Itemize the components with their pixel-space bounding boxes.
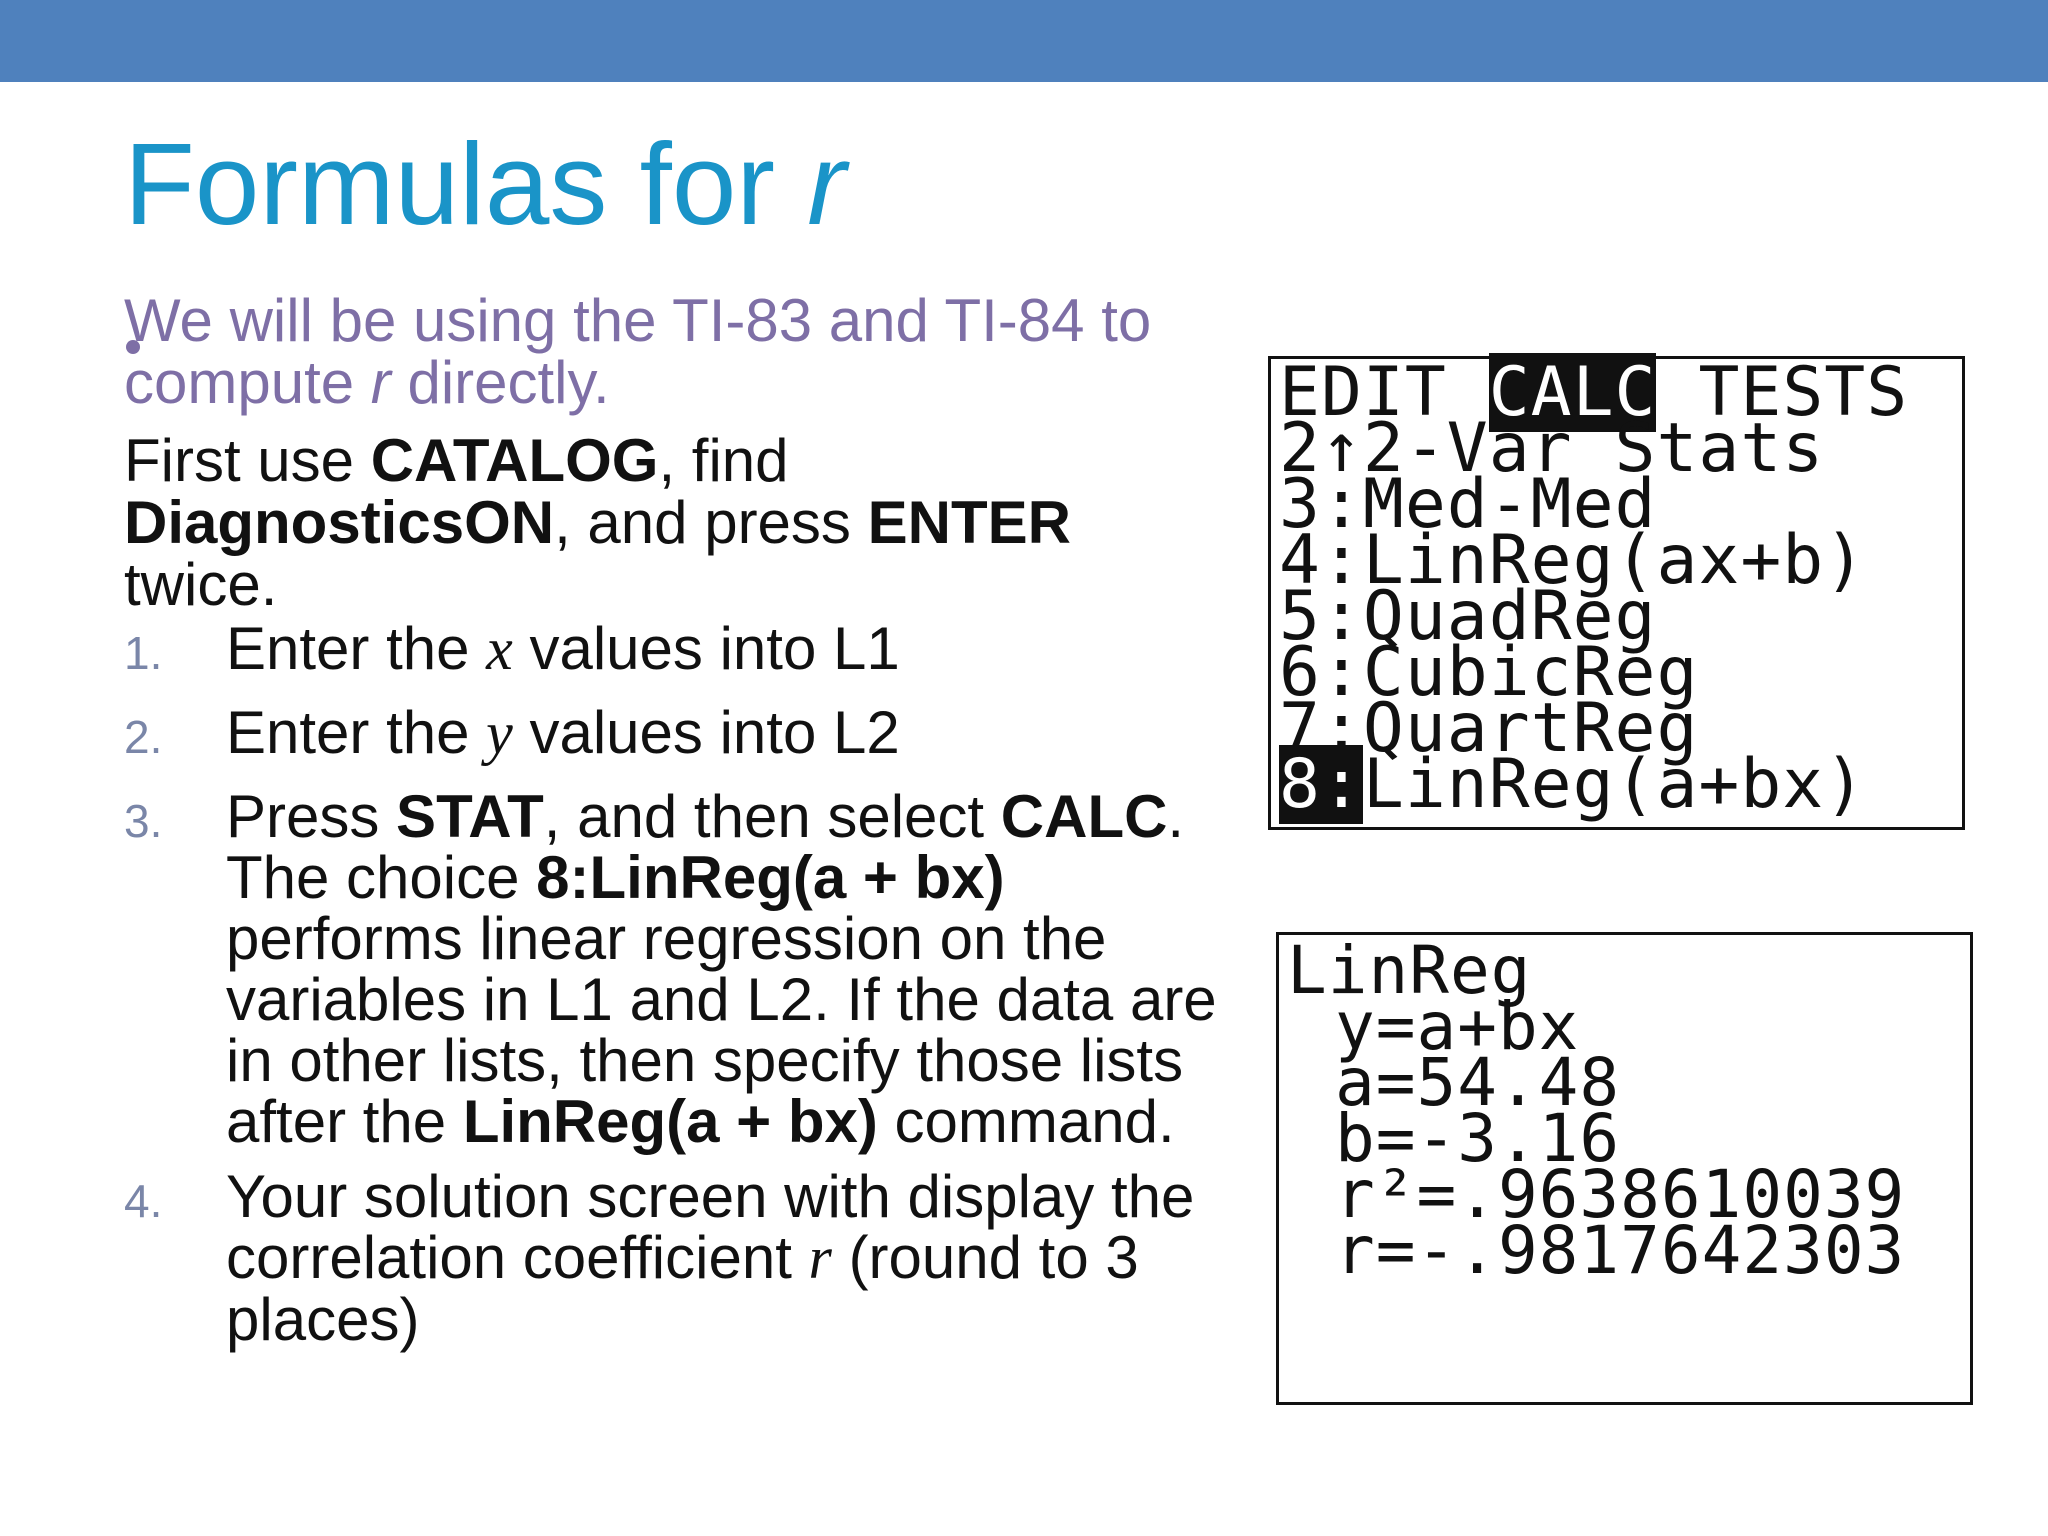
intro-text: We will be using the TI-83 and TI-84 to …: [124, 290, 1224, 414]
step-text: Press STAT, and then select CALC. The ch…: [226, 786, 1224, 1152]
step-item: 1. Enter the x values into L1: [124, 618, 1224, 688]
calculator-result-screen: LinReg y=a+bx a=54.48 b=-3.16 r²=.963861…: [1276, 932, 1973, 1405]
setup-part2: , find: [658, 427, 789, 494]
result-b-value: b=-3.16: [1335, 1100, 1621, 1177]
setup-part3: , and press: [554, 489, 868, 556]
result-r-value: r=-.9817642303: [1335, 1212, 1906, 1289]
menu-item-label: LinReg(a+bx): [1362, 745, 1867, 824]
menu-item-key: 6: [1279, 633, 1321, 712]
calculator-menu-item: 4:LinReg(ax+b): [1279, 521, 1956, 600]
calculator-menu-item: 6:CubicReg: [1279, 633, 1956, 712]
step-item: 4. Your solution screen with display the…: [124, 1166, 1224, 1350]
step-text-part: Enter the: [226, 615, 487, 682]
tab-edit: EDIT: [1279, 353, 1447, 432]
setup-part4: twice.: [124, 551, 278, 618]
menu-item-label: Med-Med: [1362, 465, 1657, 544]
setup-instructions: First use CATALOG, find DiagnosticsON, a…: [124, 430, 1224, 616]
intro-after: directly.: [390, 349, 610, 416]
slide-header-bar: [0, 0, 2048, 82]
menu-item-label: LinReg(ax+b): [1362, 521, 1867, 600]
calculator-menu-item: 5:QuadReg: [1279, 577, 1956, 656]
calculator-menu-item-selected: 8:LinReg(a+bx): [1279, 745, 1956, 824]
step-number: 4.: [124, 1175, 163, 1227]
menu-item-label: QuadReg: [1362, 577, 1657, 656]
menu-item-separator: :: [1320, 465, 1363, 544]
step-text: Enter the y values into L2: [226, 702, 1224, 772]
step-text-part: values into L2: [512, 699, 900, 766]
step-keyword-linreg-choice: 8:LinReg(a + bx): [536, 844, 1005, 911]
step-item: 3. Press STAT, and then select CALC. The…: [124, 786, 1224, 1152]
calculator-menu-tabs: EDIT CALC TESTS: [1279, 353, 1956, 432]
step-text-part: command.: [877, 1088, 1175, 1155]
menu-item-key: 2: [1279, 409, 1321, 488]
step-text-part: Enter the: [226, 699, 487, 766]
menu-item-label: QuartReg: [1362, 689, 1699, 768]
menu-item-separator: :: [1320, 521, 1363, 600]
intro-variable: r: [370, 349, 391, 416]
menu-item-separator: :: [1320, 633, 1363, 712]
calculator-menu-item: 7:QuartReg: [1279, 695, 1956, 763]
step-number: 1.: [124, 627, 163, 679]
calculator-menu-screen: EDIT CALC TESTS 2↑2-Var Stats 3:Med-Med …: [1268, 353, 1965, 830]
setup-catalog: CATALOG: [370, 427, 659, 494]
step-text-part: Your solution screen with display the co…: [226, 1163, 1195, 1291]
menu-item-key: 4: [1279, 521, 1321, 600]
menu-item-separator: :: [1320, 577, 1363, 656]
menu-item-key: 8: [1279, 745, 1321, 824]
intro-before: We will be using the TI-83 and TI-84 to …: [124, 287, 1152, 416]
setup-enter: ENTER: [867, 489, 1071, 556]
result-a-value: a=54.48: [1335, 1044, 1621, 1121]
menu-item-key: 5: [1279, 577, 1321, 656]
up-arrow-icon: ↑: [1320, 409, 1363, 488]
step-text-part: Press: [226, 783, 397, 850]
slide-title: Formulas for r: [124, 118, 846, 251]
menu-item-key: 3: [1279, 465, 1321, 544]
step-math-variable: y: [486, 700, 513, 766]
calculator-menu-item: 2↑2-Var Stats: [1279, 409, 1956, 488]
setup-part1: First use: [124, 427, 371, 494]
setup-diagnostics: DiagnosticsON: [124, 489, 555, 556]
step-text-part: . The choice: [226, 783, 1185, 911]
menu-item-label: CubicReg: [1362, 633, 1699, 712]
step-text-part: performs linear regression on the variab…: [226, 905, 1217, 1155]
step-number: 3.: [124, 795, 163, 847]
step-text: Your solution screen with display the co…: [226, 1166, 1224, 1350]
result-equation: y=a+bx: [1335, 988, 1580, 1065]
tab-calc-selected: CALC: [1488, 353, 1657, 432]
result-r-squared: r²=.9638610039: [1335, 1156, 1906, 1233]
step-text-part: , and then select: [543, 783, 1001, 850]
title-text: Formulas for: [124, 119, 808, 249]
menu-item-separator: :: [1320, 745, 1363, 824]
calculator-menu-item: 3:Med-Med: [1279, 465, 1956, 544]
step-math-variable: x: [486, 616, 513, 682]
step-keyword-stat: STAT: [396, 783, 544, 850]
step-item: 2. Enter the y values into L2: [124, 702, 1224, 772]
step-math-variable: r: [808, 1225, 832, 1291]
step-keyword-linreg-command: LinReg(a + bx): [462, 1088, 878, 1155]
title-variable: r: [807, 119, 846, 249]
menu-item-label: 2-Var Stats: [1362, 409, 1825, 488]
steps-list: 1. Enter the x values into L1 2. Enter t…: [124, 618, 1224, 1364]
tab-tests: TESTS: [1698, 353, 1909, 432]
step-text-part: values into L1: [512, 615, 900, 682]
bullet-dot-icon: [126, 340, 140, 354]
step-number: 2.: [124, 711, 163, 763]
step-text-part: (round to 3 places): [226, 1224, 1139, 1353]
step-keyword-calc: CALC: [1000, 783, 1168, 850]
result-heading: LinReg: [1287, 932, 1532, 1009]
step-text: Enter the x values into L1: [226, 618, 1224, 688]
